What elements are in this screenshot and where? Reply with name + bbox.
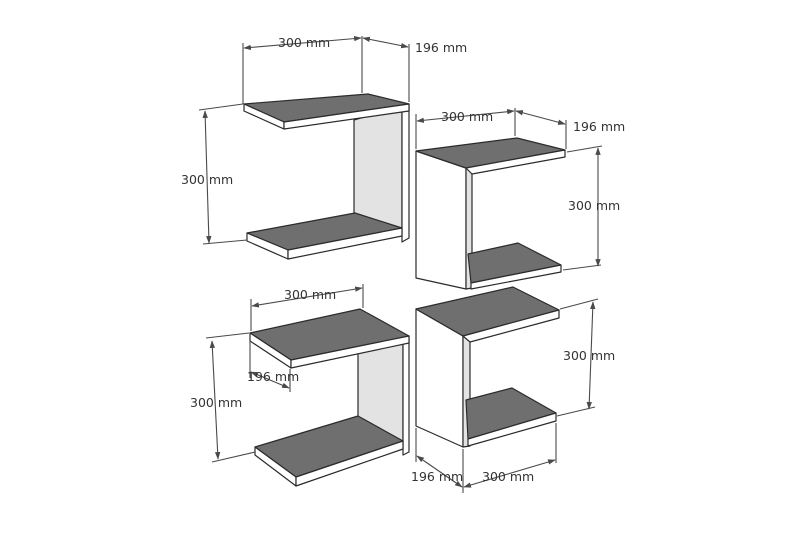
shelf-tr-top-front [465,149,566,175]
shelf-tl-side-edge [401,103,410,243]
label-bl-height: 300 mm [190,395,242,410]
label-tl-depth: 196 mm [415,40,467,55]
dim-br-width-line [463,459,556,488]
shelf-br-bottom-front [467,412,557,447]
label-br-width: 300 mm [482,469,534,484]
dimension-lines [198,35,603,493]
shelf-tl-bottom-front [287,227,403,260]
dim-tl-height-line [202,110,212,244]
label-br-depth: 196 mm [411,469,463,484]
dim-bl-width-line [251,286,363,308]
shelf-bottom-left [249,308,410,487]
label-tl-width: 300 mm [278,35,330,50]
shelf-bl-side-edge [402,335,410,456]
shelf-br-top-front [462,309,560,343]
shelf-tl-top-front [283,103,410,130]
shelf-tr-bottom-front [470,264,562,290]
label-tr-height: 300 mm [568,198,620,213]
label-tl-height: 300 mm [181,172,233,187]
dim-tr-width-line [416,109,515,123]
label-bl-width: 300 mm [284,287,336,302]
label-tr-width: 300 mm [441,109,493,124]
label-br-height: 300 mm [563,348,615,363]
shelf-tr-side-front [415,150,467,290]
dim-bl-depth-line [250,371,290,389]
dim-tr-depth-line [515,110,566,125]
shelf-top-left [243,93,410,260]
shelf-bl-top-front [290,335,410,369]
shelf-top-right [415,137,566,290]
label-bl-depth: 196 mm [247,369,299,384]
label-tr-depth: 196 mm [573,119,625,134]
shelf-bottom-right [415,286,560,448]
shelf-bl-bottom-front [295,440,404,487]
dim-tl-depth-line [362,36,409,49]
dim-bl-height-line [209,340,221,460]
dim-br-depth-line [416,455,463,488]
dimension-labels: 300 mm 196 mm 300 mm 300 mm 196 mm 300 m… [181,35,625,484]
dim-tl-width-line [243,35,362,51]
dim-br-height-line [586,301,596,410]
